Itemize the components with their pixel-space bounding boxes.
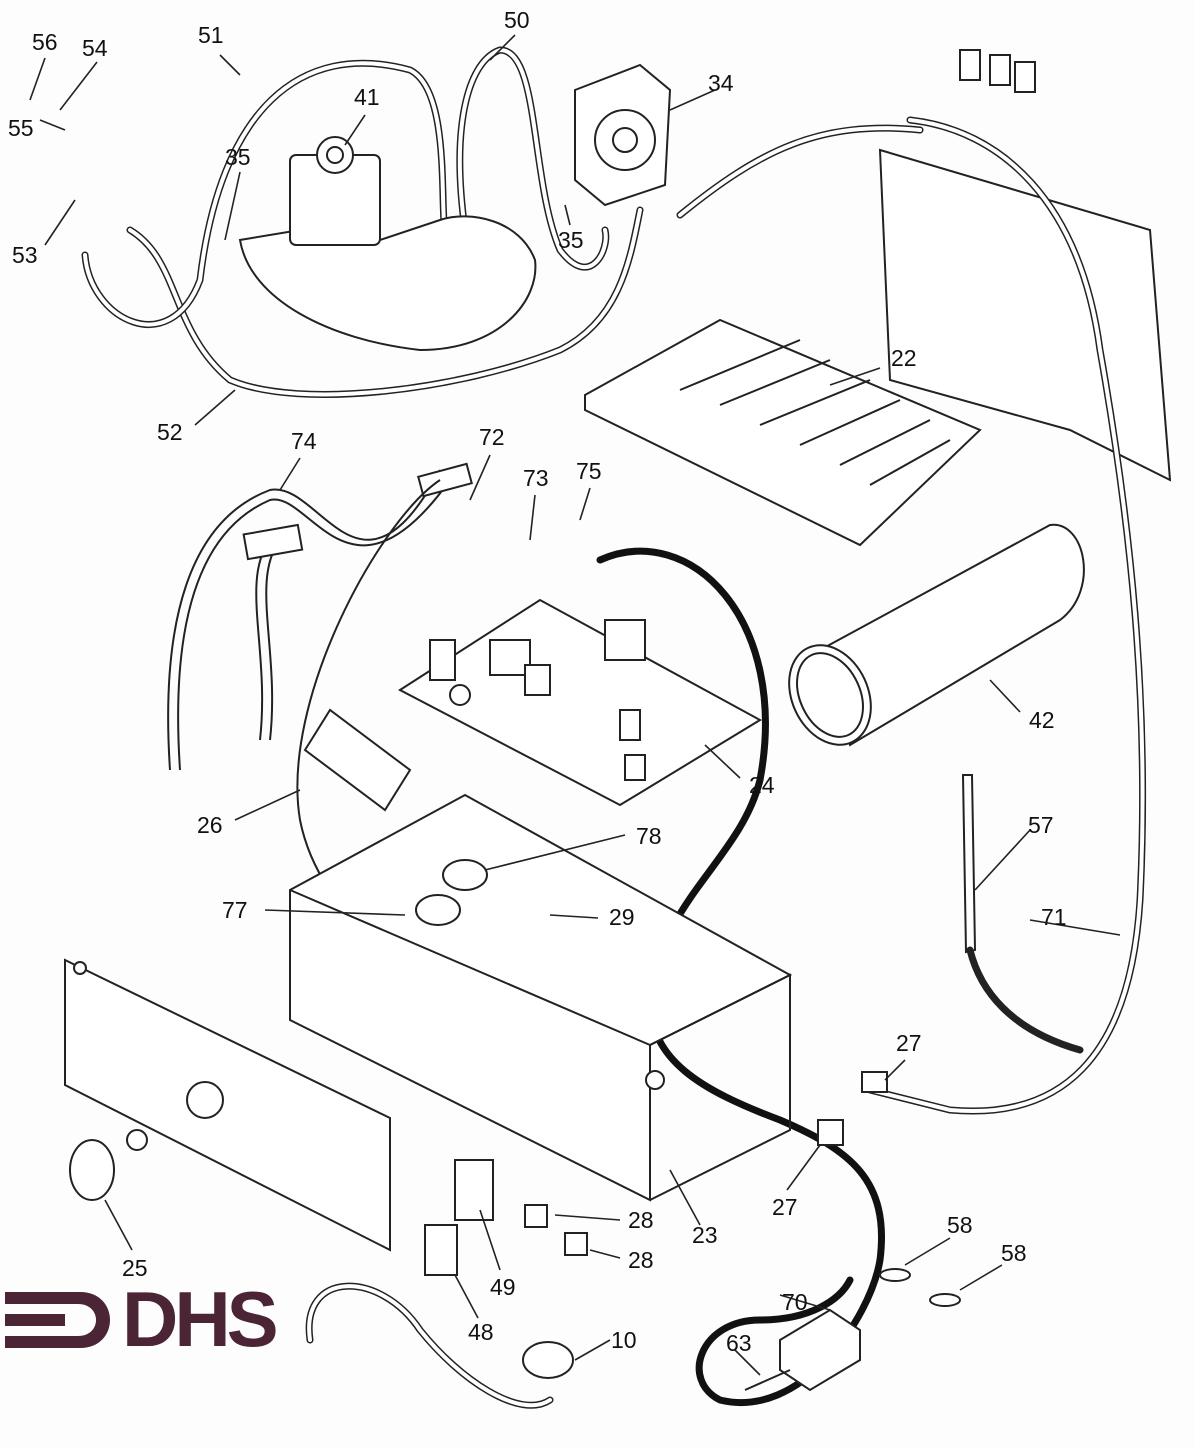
label-28a: 28: [628, 1207, 654, 1233]
label-72: 72: [479, 424, 505, 450]
label-24: 24: [749, 772, 775, 798]
label-57: 57: [1028, 812, 1054, 838]
label-42: 42: [1029, 707, 1055, 733]
label-10: 10: [611, 1327, 637, 1353]
label-54: 54: [82, 35, 108, 61]
label-78: 78: [636, 823, 662, 849]
label-27a: 27: [896, 1030, 922, 1056]
knob: [69, 1139, 115, 1201]
pressure-switch: [574, 63, 672, 207]
bottom-lead: [305, 1282, 554, 1409]
grommet-27b: [817, 1119, 844, 1146]
label-77: 77: [222, 897, 248, 923]
main-cable: [596, 547, 885, 1406]
label-53: 53: [12, 242, 38, 268]
label-26: 26: [197, 812, 223, 838]
label-49: 49: [490, 1274, 516, 1300]
label-35b: 35: [558, 227, 584, 253]
circuit-board: [398, 598, 763, 807]
hose-loop: [81, 46, 644, 398]
combustion-tube: [788, 523, 1085, 747]
screw-63: [744, 1369, 791, 1391]
label-25: 25: [122, 1255, 148, 1281]
blower-fan: [238, 136, 537, 352]
wire-harness-71: [676, 49, 1147, 1115]
label-29: 29: [609, 904, 635, 930]
label-41: 41: [354, 84, 380, 110]
label-73: 73: [523, 465, 549, 491]
control-cover: [584, 318, 982, 547]
grommet-27a: [861, 1071, 888, 1093]
wire-harness-74: [167, 462, 541, 1021]
label-28b: 28: [628, 1247, 654, 1273]
label-51: 51: [198, 22, 224, 48]
label-58a: 58: [947, 1212, 973, 1238]
label-75: 75: [576, 458, 602, 484]
dhs-logo: DHS: [5, 1275, 280, 1363]
mounting-bracket: [303, 708, 412, 812]
label-34: 34: [708, 70, 734, 96]
label-56: 56: [32, 29, 58, 55]
label-52: 52: [157, 419, 183, 445]
label-55: 55: [8, 115, 34, 141]
label-27b: 27: [772, 1194, 798, 1220]
ignition-transformer: [779, 1308, 861, 1392]
front-panel: [64, 958, 391, 1252]
temperature-sensor: [961, 774, 977, 954]
dhs-logo-text: DHS: [122, 1275, 276, 1363]
label-50: 50: [504, 7, 530, 33]
cable-glands: [415, 859, 588, 1379]
label-71: 71: [1041, 904, 1067, 930]
control-box: [289, 793, 793, 1202]
label-23: 23: [692, 1222, 718, 1248]
label-70: 70: [782, 1289, 808, 1315]
label-48: 48: [468, 1319, 494, 1345]
part-labels: 56 54 55 53 51 50 41 35 35 34 22 52 74 7…: [8, 7, 1067, 1356]
sensor-lead: [966, 946, 1084, 1054]
label-63: 63: [726, 1330, 752, 1356]
knob-cap: [126, 1129, 148, 1151]
label-22: 22: [891, 345, 917, 371]
clip-58a: [879, 1268, 911, 1282]
leader-lines: [29, 34, 1121, 1376]
label-74: 74: [291, 428, 317, 454]
label-58b: 58: [1001, 1240, 1027, 1266]
label-35a: 35: [225, 144, 251, 170]
dhs-logo-arrow-icon: [5, 1292, 110, 1348]
clip-58b: [929, 1293, 961, 1307]
